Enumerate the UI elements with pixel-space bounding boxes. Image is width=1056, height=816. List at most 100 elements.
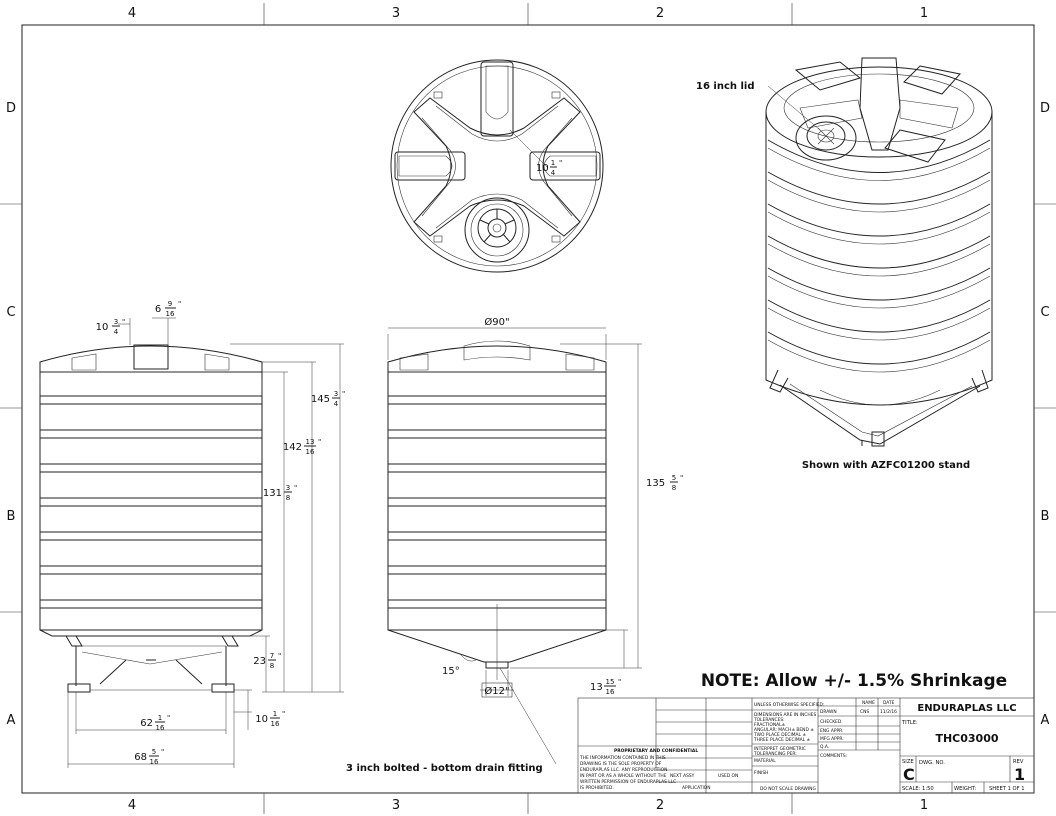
- used-on: USED ON: [718, 773, 738, 779]
- zone-row-c-right: C: [1040, 305, 1049, 320]
- dim-lid-off-den: 16: [166, 310, 175, 318]
- dim-top-rib-unit: ": [559, 159, 562, 167]
- dim-h-135-num: 5: [672, 474, 676, 482]
- scale: SCALE: 1:50: [902, 786, 934, 792]
- zone-row-c-left: C: [6, 305, 15, 320]
- dim-top-rib-den: 4: [551, 169, 556, 177]
- dim-h-total-unit: ": [342, 390, 345, 398]
- dim-h-total-den: 4: [334, 400, 339, 408]
- dim-lid-off-num: 9: [168, 300, 172, 308]
- dim-w-68: 68: [134, 752, 147, 763]
- unless-specified: UNLESS OTHERWISE SPECIFIED:: [754, 702, 824, 708]
- dim-h-stand: 23: [253, 656, 266, 667]
- zone-row-d-left: D: [6, 101, 16, 116]
- dim-lid-w-unit: ": [122, 318, 125, 326]
- front-view-with-stand: [39, 344, 263, 693]
- zone-col-2-top: 2: [656, 6, 664, 21]
- zone-row-b-left: B: [7, 509, 16, 524]
- spec-line-1: DIMENSIONS ARE IN INCHES: [754, 712, 816, 718]
- dim-top-rib-num: 1: [551, 159, 555, 167]
- spec-line-4: ANGULAR: MACH± BEND ±: [754, 727, 814, 733]
- title-label: TITLE:: [901, 720, 918, 726]
- do-not-scale: DO NOT SCALE DRAWING: [760, 786, 816, 792]
- dim-h-13-unit: ": [618, 678, 621, 686]
- role-drawn: DRAWN: [820, 709, 837, 715]
- dim-lid-w-num: 3: [114, 318, 118, 326]
- dim-w-68-unit: ": [161, 748, 164, 756]
- zone-row-b-right: B: [1041, 509, 1050, 524]
- shrinkage-note: NOTE: Allow +/- 1.5% Shrinkage: [701, 671, 1007, 691]
- dwg-no-label: DWG. NO.: [919, 760, 945, 766]
- drain-callout: 3 inch bolted - bottom drain fitting: [346, 667, 557, 774]
- dim-h-bottom-den: 16: [271, 720, 280, 728]
- zone-row-a-right: A: [1041, 713, 1050, 728]
- material-label: MATERIAL: [754, 758, 776, 764]
- zone-col-4-top: 4: [128, 6, 136, 21]
- dim-h-131: 131: [263, 488, 282, 499]
- dim-top-rib: 10: [536, 163, 549, 174]
- role-qa: Q.A.: [820, 744, 829, 750]
- zone-col-2-bottom: 2: [656, 798, 664, 813]
- zone-row-a-left: A: [7, 713, 16, 728]
- role-comments: COMMENTS:: [820, 753, 847, 759]
- role-eng-appr: ENG APPR.: [820, 728, 843, 734]
- size-label: SIZE: [902, 759, 914, 765]
- front-view-dimensions: 10 3 4 " 6 9 16 " 145 3 4 " 142 13 16 " …: [67, 300, 345, 768]
- title-block: PROPRIETARY AND CONFIDENTIAL THE INFORMA…: [577, 697, 1035, 794]
- dim-h-131-num: 3: [286, 484, 290, 492]
- top-view: 10 1 4 ": [390, 59, 604, 273]
- interpret-line-1: INTERPRET GEOMETRIC: [754, 746, 806, 752]
- zone-col-4-bottom: 4: [128, 798, 136, 813]
- dim-h-135-den: 8: [672, 484, 676, 492]
- interpret-line-2: TOLERANCING PER:: [753, 751, 797, 757]
- isometric-view: [765, 57, 993, 447]
- proprietary-line-3: ENDURAPLAS LLC. ANY REPRODUCTION: [580, 767, 667, 773]
- dim-lid-off-unit: ": [178, 300, 181, 308]
- dim-w-68-num: 5: [152, 748, 156, 756]
- application: APPLICATION: [682, 785, 711, 791]
- dim-h-142-unit: ": [318, 438, 321, 446]
- dim-h-13-num: 15: [606, 678, 615, 686]
- finish-label: FINISH: [754, 770, 769, 776]
- dim-w-68-den: 16: [150, 758, 159, 766]
- dim-h-142-num: 13: [306, 438, 315, 446]
- proprietary-line-5: WRITTEN PERMISSION OF ENDURAPLAS LLC: [580, 779, 676, 785]
- dim-h-135: 135: [646, 478, 665, 489]
- proprietary-line-2: DRAWING IS THE SOLE PROPERTY OF: [580, 761, 662, 767]
- dim-diameter: Ø90": [484, 316, 509, 328]
- drain-callout-text: 3 inch bolted - bottom drain fitting: [346, 763, 543, 774]
- dim-h-142-den: 16: [306, 448, 315, 456]
- dim-h-13-den: 16: [606, 688, 615, 696]
- revision: 1: [1014, 765, 1025, 784]
- spec-line-2: TOLERANCES:: [753, 717, 785, 723]
- dim-drain-dia: Ø12": [484, 685, 509, 697]
- dim-h-bottom-unit: ": [282, 710, 285, 718]
- role-mfg-appr: MFG APPR.: [820, 736, 844, 742]
- cone-view-dimensions: Ø90" 135 5 8 " 15° Ø12" 13 15 16 ": [387, 316, 683, 698]
- sheet-number: SHEET 1 OF 1: [989, 786, 1025, 792]
- dim-h-131-unit: ": [294, 484, 297, 492]
- dim-w-62-den: 16: [156, 724, 165, 732]
- lid-callout-text: 16 inch lid: [696, 81, 755, 92]
- drawn-date: 11/2/16: [880, 709, 897, 715]
- spec-line-3: FRACTIONAL±: [754, 722, 786, 728]
- lid-callout: 16 inch lid: [696, 81, 821, 131]
- dim-h-stand-unit: ": [278, 652, 281, 660]
- dim-h-135-unit: ": [680, 474, 683, 482]
- stand-callout-text: Shown with AZFC01200 stand: [802, 460, 970, 471]
- zone-row-d-right: D: [1040, 101, 1050, 116]
- dim-h-13: 13: [590, 682, 603, 693]
- zone-labels: 4 3 2 1 4 3 2 1 D C B A D C B A: [6, 6, 1050, 813]
- dim-h-bottom: 10: [255, 714, 268, 725]
- dim-h-bottom-num: 1: [273, 710, 277, 718]
- dim-lid-off: 6: [155, 304, 161, 315]
- dim-h-stand-num: 7: [270, 652, 274, 660]
- proprietary-line-6: IS PROHIBITED.: [580, 785, 614, 791]
- drawing-border: [0, 3, 1056, 814]
- drawn-name: CNS: [860, 709, 869, 715]
- spec-line-5: TWO PLACE DECIMAL ±: [753, 732, 806, 738]
- role-checked: CHECKED: [820, 719, 842, 725]
- proprietary-line-4: IN PART OR AS A WHOLE WITHOUT THE: [580, 773, 667, 779]
- dim-h-total: 145: [311, 394, 330, 405]
